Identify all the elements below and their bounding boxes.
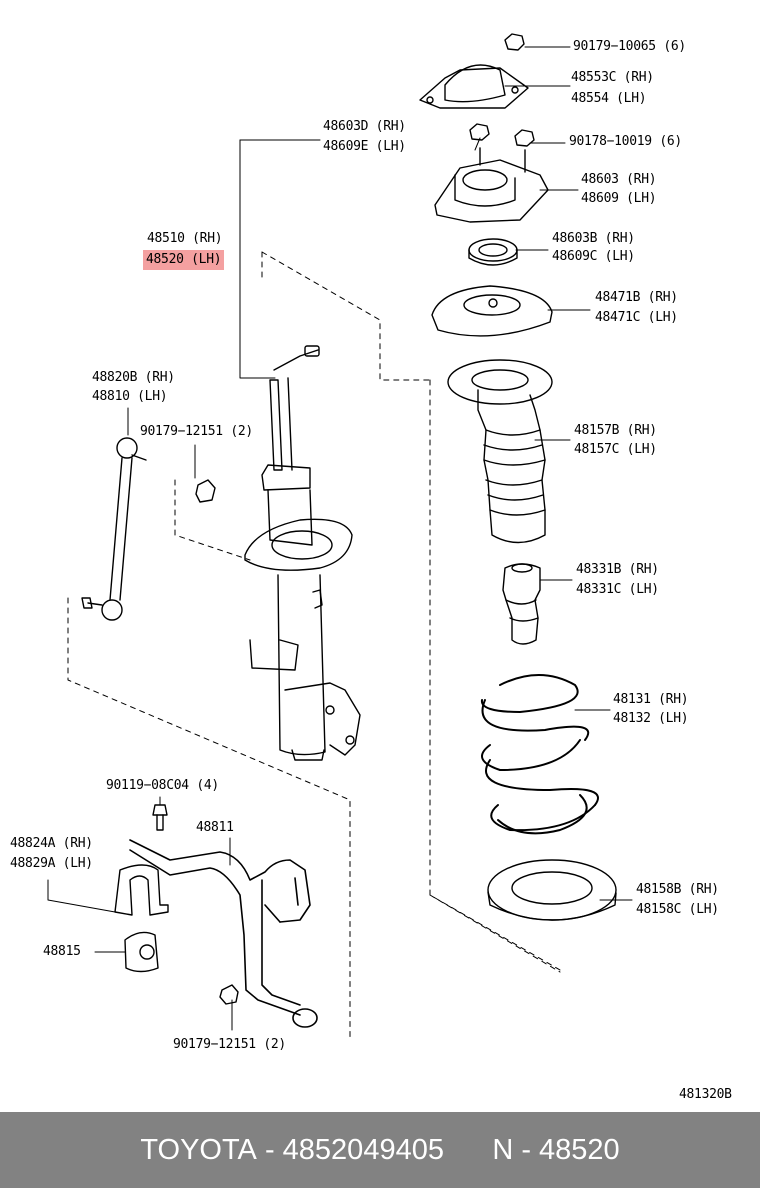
mount-nut-right xyxy=(514,129,535,147)
bracket-bolt xyxy=(152,804,168,831)
label-48331b: 48331B (RH) xyxy=(576,562,659,577)
footer-ref: N - 48520 xyxy=(492,1133,620,1166)
shock-absorber xyxy=(244,345,361,761)
label-48510: 48510 (RH) xyxy=(147,231,223,246)
label-48132: 48132 (LH) xyxy=(613,711,689,726)
label-90119-08c04: 90119−08C04 (4) xyxy=(106,778,219,793)
boot xyxy=(447,359,553,544)
label-48820b: 48820B (RH) xyxy=(92,370,175,385)
stabilizer-bushing xyxy=(124,931,159,973)
footer-gap xyxy=(444,1134,492,1167)
diagram-code: 481320B xyxy=(679,1087,732,1102)
lower-spring-seat xyxy=(487,859,617,921)
label-48554: 48554 (LH) xyxy=(571,91,647,106)
label-48157b: 48157B (RH) xyxy=(574,423,657,438)
footer-bar: TOYOTA - 4852049405 N - 48520 xyxy=(0,1112,760,1188)
label-90179-12151-top: 90179−12151 (2) xyxy=(140,424,253,439)
parts-diagram xyxy=(47,33,633,1041)
label-90179-12151-bottom: 90179−12151 (2) xyxy=(173,1037,286,1052)
assembly-outline xyxy=(67,251,561,1041)
label-48158c: 48158C (LH) xyxy=(636,902,719,917)
label-48815: 48815 xyxy=(43,944,81,959)
label-48609c: 48609C (LH) xyxy=(552,249,635,264)
label-48157c: 48157C (LH) xyxy=(574,442,657,457)
stabilizer-link xyxy=(81,437,147,621)
bump-stopper xyxy=(502,563,541,645)
mount-nut-left xyxy=(469,123,490,141)
label-48131: 48131 (RH) xyxy=(613,692,689,707)
label-48824a: 48824A (RH) xyxy=(10,836,93,851)
coil-spring xyxy=(480,674,599,835)
label-90179-10065: 90179−10065 (6) xyxy=(573,39,686,54)
stabilizer-bracket xyxy=(114,864,169,916)
label-90178-10019: 90178−10019 (6) xyxy=(569,134,682,149)
label-48471b: 48471B (RH) xyxy=(595,290,678,305)
top-nut xyxy=(504,33,525,51)
footer-brand: TOYOTA xyxy=(140,1133,257,1166)
label-48829a: 48829A (LH) xyxy=(10,856,93,871)
label-48603d: 48603D (RH) xyxy=(323,119,406,134)
label-48553c: 48553C (RH) xyxy=(571,70,654,85)
bearing xyxy=(468,238,518,266)
label-48609e: 48609E (LH) xyxy=(323,139,406,154)
footer-sep-1: - xyxy=(256,1133,283,1166)
link-nut xyxy=(195,479,216,503)
label-48811: 48811 xyxy=(196,820,234,835)
upper-support xyxy=(434,147,549,223)
label-48158b: 48158B (RH) xyxy=(636,882,719,897)
dust-cover xyxy=(419,64,529,109)
label-48471c: 48471C (LH) xyxy=(595,310,678,325)
bar-nut xyxy=(219,984,239,1005)
footer-part-number: 4852049405 xyxy=(282,1133,444,1166)
label-48331c: 48331C (LH) xyxy=(576,582,659,597)
label-48603b: 48603B (RH) xyxy=(552,231,635,246)
label-48520-highlighted: 48520 (LH) xyxy=(143,250,225,270)
leader-lines xyxy=(47,46,633,1031)
stabilizer-bar xyxy=(129,839,318,1028)
label-48609: 48609 (LH) xyxy=(581,191,657,206)
upper-spring-seat xyxy=(431,285,553,337)
label-48603: 48603 (RH) xyxy=(581,172,657,187)
label-48810: 48810 (LH) xyxy=(92,389,168,404)
